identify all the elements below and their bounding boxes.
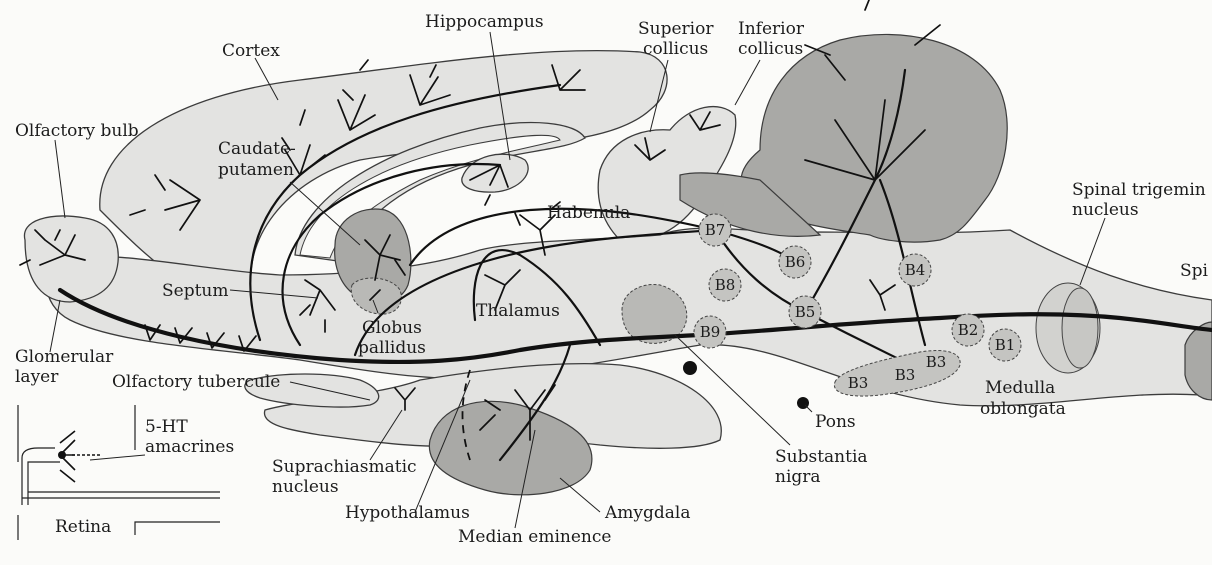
- nucleus-B1: B1: [989, 329, 1021, 361]
- label-superior-colliculus-2: collicus: [643, 39, 708, 59]
- label-spinal-trigeminal-1: Spinal trigemin: [1072, 180, 1206, 200]
- label-inferior-colliculus-2: collicus: [738, 39, 803, 59]
- label-substantia-nigra-2: nigra: [775, 467, 821, 487]
- nucleus-B2: B2: [952, 314, 984, 346]
- label-glomerular-1: Glomerular: [15, 347, 114, 367]
- label-olfactory-bulb: Olfactory bulb: [15, 121, 139, 141]
- svg-text:B7: B7: [705, 221, 726, 239]
- label-retina: Retina: [55, 517, 111, 537]
- label-pons: Pons: [815, 412, 856, 432]
- leader-pons: [805, 405, 812, 412]
- svg-text:B3: B3: [895, 366, 916, 384]
- label-thalamus: Thalamus: [476, 301, 560, 321]
- leader-inferior: [735, 60, 760, 105]
- label-median-eminence: Median eminence: [458, 527, 611, 547]
- label-inferior-colliculus-1: Inferior: [738, 19, 805, 39]
- label-caudate-putamen-2: putamen: [218, 160, 294, 180]
- label-hypothalamus: Hypothalamus: [345, 503, 470, 523]
- label-suprachiasmatic-2: nucleus: [272, 477, 339, 497]
- label-hippocampus: Hippocampus: [425, 12, 544, 32]
- svg-text:B4: B4: [905, 261, 926, 279]
- label-cortex: Cortex: [222, 41, 280, 61]
- label-suprachiasmatic-1: Suprachiasmatic: [272, 457, 417, 477]
- nucleus-B5: B5: [789, 296, 821, 328]
- dark-spot-sn: [683, 361, 697, 375]
- svg-text:B6: B6: [785, 253, 806, 271]
- label-globus-pallidus-2: pallidus: [358, 338, 426, 358]
- nucleus-B8: B8: [709, 269, 741, 301]
- label-superior-colliculus-1: Superior: [638, 19, 714, 39]
- svg-text:B1: B1: [995, 336, 1016, 354]
- label-medulla-1: Medulla: [985, 378, 1055, 398]
- label-medulla-2: oblongata: [980, 399, 1066, 419]
- label-glomerular-2: layer: [15, 367, 59, 387]
- svg-text:B8: B8: [715, 276, 736, 294]
- label-habenula: Habenula: [547, 203, 630, 223]
- label-amacrines-1: 5-HT: [145, 417, 188, 437]
- nucleus-B9: B9: [694, 316, 726, 348]
- label-amacrines-2: amacrines: [145, 437, 234, 457]
- label-globus-pallidus-1: Globus: [362, 318, 422, 338]
- label-amygdala: Amygdala: [604, 503, 690, 523]
- label-spinal-fragment: Spi: [1180, 261, 1209, 281]
- nucleus-B6: B6: [779, 246, 811, 278]
- label-caudate-putamen-1: Caudate-: [218, 139, 296, 159]
- nucleus-B7: B7: [699, 214, 731, 246]
- svg-text:B3: B3: [926, 353, 947, 371]
- svg-text:B5: B5: [795, 303, 816, 321]
- label-olfactory-tubercule: Olfactory tubercule: [112, 372, 280, 392]
- olfactory-bulb-region: [24, 216, 118, 302]
- svg-text:B3: B3: [848, 374, 869, 392]
- leader-amygdala: [560, 478, 600, 512]
- label-septum: Septum: [162, 281, 229, 301]
- svg-text:B2: B2: [958, 321, 979, 339]
- label-substantia-nigra-1: Substantia: [775, 447, 868, 467]
- spinal-trigeminal-inner: [1062, 288, 1098, 368]
- nucleus-B4: B4: [899, 254, 931, 286]
- retina-inset: [18, 405, 220, 540]
- leader-amacrines: [90, 455, 145, 460]
- label-spinal-trigeminal-2: nucleus: [1072, 200, 1139, 220]
- leader-olfactory-bulb: [55, 140, 65, 218]
- svg-text:B9: B9: [700, 323, 721, 341]
